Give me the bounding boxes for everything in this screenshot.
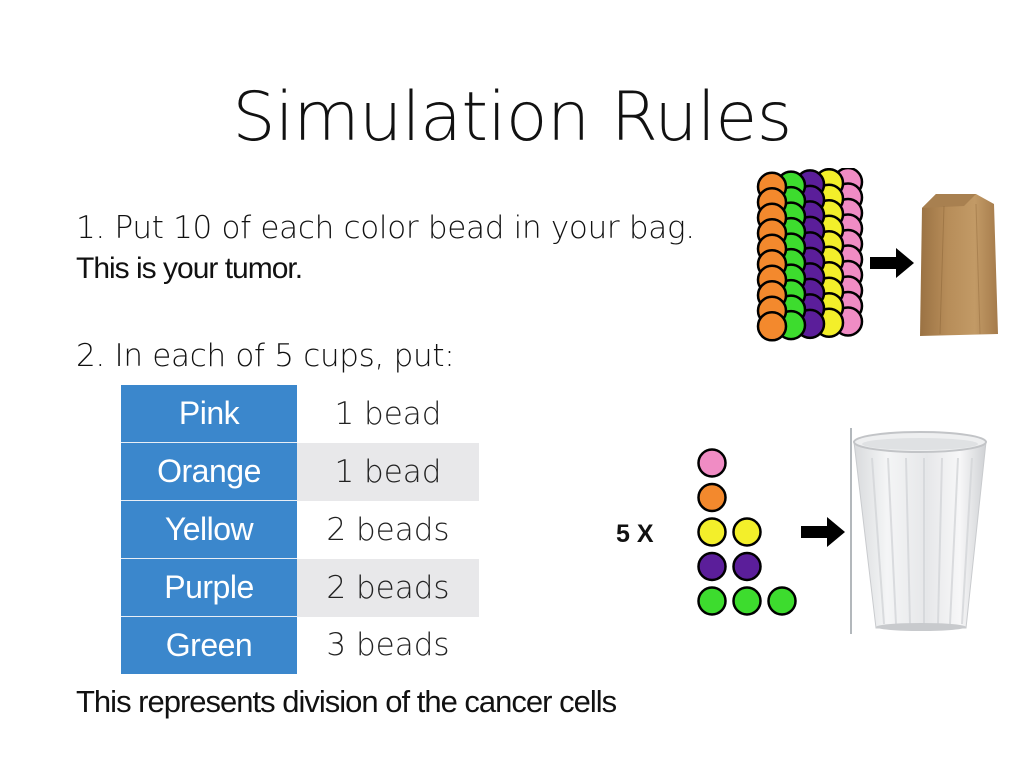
table-row: Pink 1 bead [121, 385, 479, 443]
bead-color-cell: Pink [121, 385, 297, 443]
bead [756, 311, 788, 342]
bead-color-cell: Purple [121, 558, 297, 617]
bead-count-cell: 1 bead [297, 442, 479, 501]
bead-count-table: Pink 1 bead Orange 1 bead Yellow 2 beads… [121, 385, 479, 674]
rule-2-text: 2. In each of 5 cups, put: [76, 338, 455, 374]
bead-count-cell: 2 beads [297, 558, 479, 617]
bead-stack-icon [756, 168, 864, 342]
arrow-right-icon [870, 248, 914, 278]
bead-count-cell: 3 beads [326, 627, 450, 664]
multiplier-label: 5 X [616, 520, 654, 548]
bead [697, 517, 727, 547]
table-row: Orange 1 bead [121, 442, 479, 501]
rule-1-note: This is your tumor. [76, 252, 303, 285]
bead-pyramid-icon [697, 448, 797, 616]
bead-count-cell: 1 bead [334, 395, 442, 432]
bead [697, 482, 727, 513]
paper-bag-icon [920, 194, 998, 336]
bead-color-cell: Orange [121, 442, 297, 501]
table-row: Green 3 beads [121, 616, 479, 674]
bead [732, 517, 762, 547]
bead-color-cell: Yellow [121, 500, 297, 559]
table-row: Purple 2 beads [121, 558, 479, 617]
bead [697, 586, 727, 616]
arrow-right-icon [801, 517, 845, 547]
bead [732, 551, 762, 582]
bead [697, 551, 727, 582]
table-row: Yellow 2 beads [121, 500, 479, 559]
plastic-cup-icon [850, 428, 987, 634]
slide-title: Simulation Rules [232, 78, 792, 157]
bead [732, 586, 762, 616]
bead-count-cell: 2 beads [326, 511, 450, 548]
rule-1-text: 1. Put 10 of each color bead in your bag… [76, 210, 695, 246]
slide-footer: This represents division of the cancer c… [76, 684, 617, 719]
bead-color-cell: Green [121, 616, 297, 674]
bead [767, 586, 797, 616]
bead [697, 448, 727, 478]
